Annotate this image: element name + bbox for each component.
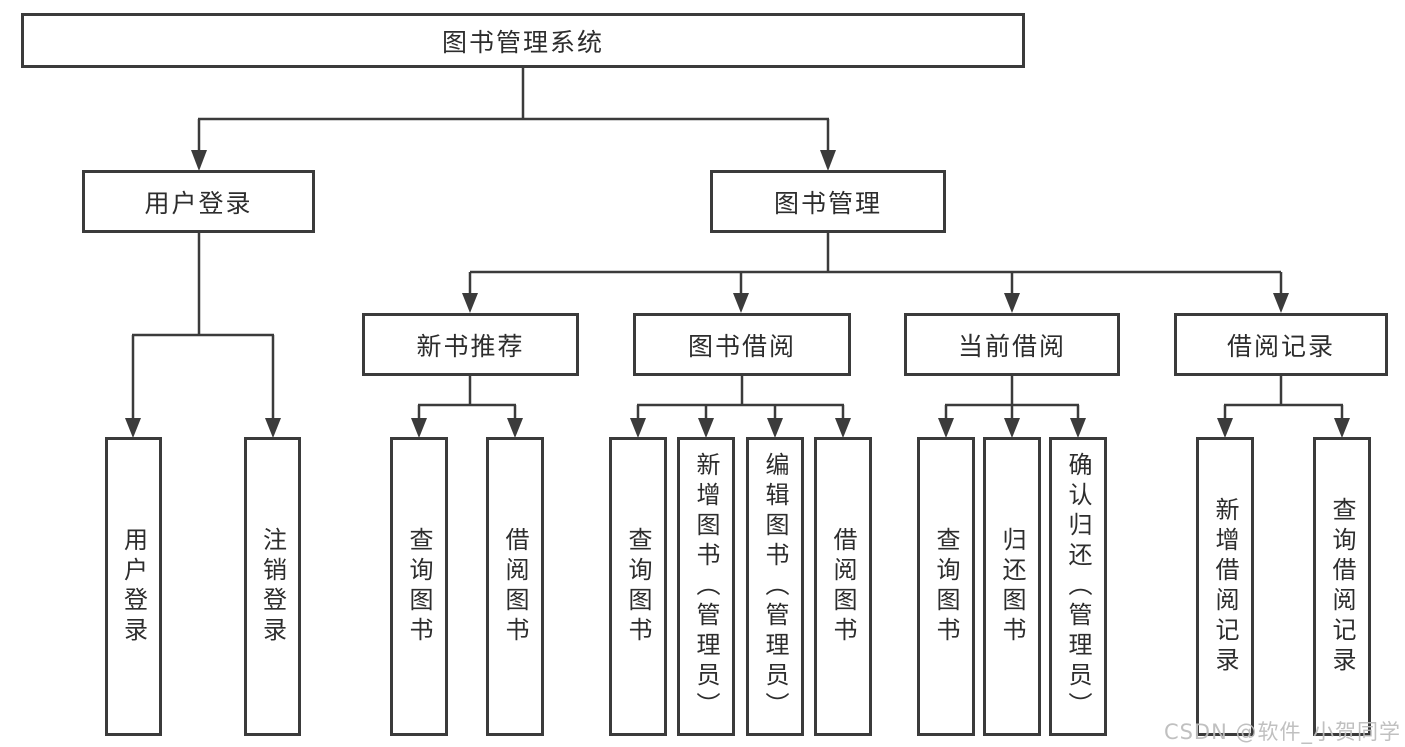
leaf-recommend-borrow-books: 借阅图书	[486, 437, 544, 736]
node-label: 确认归还（管理员）	[1064, 451, 1092, 722]
leaf-user-login: 用户登录	[105, 437, 162, 736]
leaf-recommend-query-books: 查询图书	[390, 437, 448, 736]
node-label: 查询图书	[405, 526, 433, 647]
node-label: 新书推荐	[416, 331, 525, 361]
node-user-login: 用户登录	[82, 170, 315, 233]
node-label: 用户登录	[119, 526, 148, 647]
leaf-current-return-books: 归还图书	[983, 437, 1041, 736]
watermark: CSDN @软件_小贺同学	[1163, 720, 1401, 744]
node-label: 编辑图书（管理员）	[761, 451, 789, 722]
node-label: 当前借阅	[957, 331, 1066, 361]
leaf-records-add-borrow-record: 新增借阅记录	[1196, 437, 1254, 736]
node-label: 图书管理	[773, 188, 882, 218]
leaf-borrowing-add-books-admin: 新增图书（管理员）	[677, 437, 735, 736]
leaf-current-confirm-return-admin: 确认归还（管理员）	[1049, 437, 1107, 736]
leaf-current-query-books: 查询图书	[917, 437, 975, 736]
node-label: 归还图书	[998, 526, 1026, 647]
node-borrowing-records: 借阅记录	[1174, 313, 1388, 376]
node-library-system: 图书管理系统	[21, 13, 1025, 68]
node-label: 图书借阅	[687, 331, 796, 361]
node-label: 用户登录	[144, 188, 253, 218]
node-label: 借阅图书	[501, 526, 529, 647]
node-label: 图书管理系统	[441, 27, 604, 57]
leaf-borrowing-edit-books-admin: 编辑图书（管理员）	[746, 437, 804, 736]
node-current-borrowing: 当前借阅	[904, 313, 1120, 376]
connector-lines	[131, 68, 1344, 420]
leaf-borrowing-query-books: 查询图书	[609, 437, 667, 736]
node-label: 新增图书（管理员）	[692, 451, 720, 722]
leaf-logout: 注销登录	[244, 437, 301, 736]
node-label: 新增借阅记录	[1211, 496, 1239, 677]
node-label: 查询借阅记录	[1328, 496, 1356, 677]
node-new-book-recommend: 新书推荐	[362, 313, 579, 376]
leaf-borrowing-borrow-books: 借阅图书	[814, 437, 872, 736]
node-label: 注销登录	[258, 526, 287, 647]
node-book-borrowing: 图书借阅	[633, 313, 851, 376]
node-label: 查询图书	[624, 526, 652, 647]
node-label: 借阅图书	[829, 526, 857, 647]
leaf-records-query-borrow-record: 查询借阅记录	[1313, 437, 1371, 736]
arrowhead-icons	[125, 150, 1350, 438]
node-label: 借阅记录	[1226, 331, 1335, 361]
node-book-management: 图书管理	[710, 170, 946, 233]
node-label: 查询图书	[932, 526, 960, 647]
